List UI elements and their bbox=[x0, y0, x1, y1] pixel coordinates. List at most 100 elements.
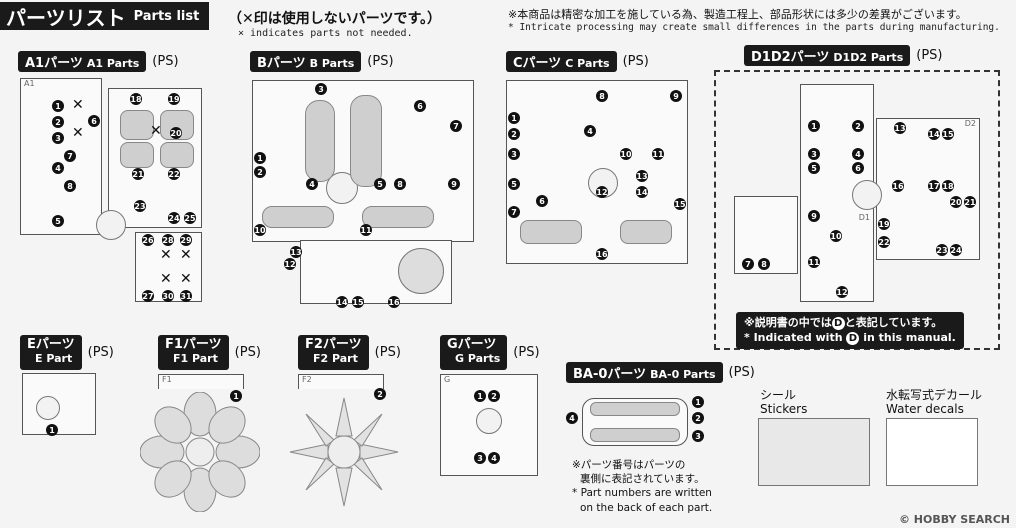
num-c-6: 6 bbox=[536, 195, 548, 207]
num-a1-6: 6 bbox=[88, 115, 100, 127]
num-d-5: 5 bbox=[808, 162, 820, 174]
num-a1-27: 27 bbox=[142, 290, 154, 302]
num-c-1: 1 bbox=[508, 112, 520, 124]
part-c-13 bbox=[620, 220, 672, 244]
sprue-tag-f2: F2 bbox=[302, 375, 312, 384]
title-jp: パーツリスト bbox=[6, 5, 126, 30]
ps-f2: (PS) bbox=[374, 344, 401, 360]
part-e-1 bbox=[36, 396, 60, 420]
num-b-14: 14 bbox=[336, 296, 348, 308]
x-mark-icon: ✕ bbox=[160, 271, 172, 287]
num-d-17: 17 bbox=[928, 180, 940, 192]
part-f1-flower bbox=[140, 392, 260, 512]
x-mark-icon: ✕ bbox=[72, 97, 84, 113]
sprue-f2: F2 bbox=[298, 374, 384, 389]
num-a1-1: 1 bbox=[52, 100, 64, 112]
num-d-12: 12 bbox=[836, 286, 848, 298]
part-c-7 bbox=[520, 220, 582, 244]
sprue-f1: F1 bbox=[158, 374, 244, 389]
num-d-10: 10 bbox=[830, 230, 842, 242]
ps-e: (PS) bbox=[87, 344, 114, 360]
part-a1-19 bbox=[160, 110, 194, 140]
num-c-13: 13 bbox=[636, 170, 648, 182]
part-b-3 bbox=[305, 100, 335, 182]
num-d-8: 8 bbox=[758, 258, 770, 270]
num-c-14: 14 bbox=[636, 186, 648, 198]
num-d-13: 13 bbox=[894, 122, 906, 134]
part-b-5 bbox=[350, 95, 382, 187]
num-c-10: 10 bbox=[620, 148, 632, 160]
decals-jp: 水転写式デカール bbox=[886, 388, 983, 402]
d-note-en: * Indicated with D in this manual. bbox=[744, 331, 956, 346]
num-a1-28: 28 bbox=[162, 234, 174, 246]
num-a1-25: 25 bbox=[184, 212, 196, 224]
num-a1-3: 3 bbox=[52, 132, 64, 144]
num-b-11: 11 bbox=[360, 224, 372, 236]
num-d-21: 21 bbox=[964, 196, 976, 208]
num-a1-24: 24 bbox=[168, 212, 180, 224]
num-a1-18: 18 bbox=[130, 93, 142, 105]
decal-sheet bbox=[886, 418, 978, 486]
ps-d: (PS) bbox=[916, 48, 943, 63]
decals-header: 水転写式デカール Water decals bbox=[886, 388, 982, 417]
ba-note-jp1: ※パーツ番号はパーツの bbox=[572, 459, 686, 471]
ba-note-jp2: 裏側に表記されています。 bbox=[580, 473, 705, 486]
num-g-1: 1 bbox=[474, 390, 486, 402]
num-ba0-2: 2 bbox=[692, 412, 704, 424]
parts-list-title: パーツリスト Parts list bbox=[0, 2, 210, 30]
num-b-6: 6 bbox=[414, 100, 426, 112]
num-b-13: 13 bbox=[290, 246, 302, 258]
num-d-18: 18 bbox=[942, 180, 954, 192]
d-group-frame bbox=[714, 70, 1000, 350]
num-ba0-1: 1 bbox=[692, 396, 704, 408]
title-en: Parts list bbox=[133, 8, 200, 24]
num-d-1: 1 bbox=[808, 120, 820, 132]
num-b-4: 4 bbox=[306, 178, 318, 190]
ba0-part-number-note: ※パーツ番号はパーツの 裏側に表記されています。 * Part numbers … bbox=[572, 458, 712, 515]
exclusion-note: （✕印は使用しないパーツです。） × indicates parts not n… bbox=[228, 8, 441, 39]
sprue-d-hub bbox=[852, 180, 882, 210]
num-c-15: 15 bbox=[674, 198, 686, 210]
num-b-8: 8 bbox=[394, 178, 406, 190]
num-g-4: 4 bbox=[488, 452, 500, 464]
disclaimer: ※本商品は精密な加工を施している為、製造工程上、部品形状には多少の差異がございま… bbox=[508, 6, 1008, 33]
ps-f1: (PS) bbox=[234, 344, 261, 360]
num-b-7: 7 bbox=[450, 120, 462, 132]
num-a1-22: 22 bbox=[168, 168, 180, 180]
num-b-2: 2 bbox=[254, 166, 266, 178]
stickers-en: Stickers bbox=[760, 402, 808, 417]
ps-g: (PS) bbox=[513, 344, 540, 360]
disclaimer-jp: ※本商品は精密な加工を施している為、製造工程上、部品形状には多少の差異がございま… bbox=[508, 8, 967, 21]
sprue-a1-hub bbox=[96, 210, 126, 240]
sprue-tag-f1: F1 bbox=[162, 375, 172, 384]
ps-b: (PS) bbox=[367, 54, 394, 69]
num-b-1: 1 bbox=[254, 152, 266, 164]
part-b-10 bbox=[262, 206, 334, 228]
num-d-6: 6 bbox=[852, 162, 864, 174]
part-f2-flower bbox=[289, 397, 399, 507]
num-d-24: 24 bbox=[950, 244, 962, 256]
num-b-15: 15 bbox=[352, 296, 364, 308]
num-d-4: 4 bbox=[852, 148, 864, 160]
sprue-tag-g: G bbox=[444, 375, 451, 384]
sprue-tag-a1: A1 bbox=[24, 79, 35, 88]
part-b-11 bbox=[362, 206, 434, 228]
disclaimer-en: * Intricate processing may create small … bbox=[508, 22, 1000, 33]
part-a1-18 bbox=[120, 110, 154, 140]
num-a1-30: 30 bbox=[162, 290, 174, 302]
x-mark-icon: ✕ bbox=[160, 247, 172, 263]
num-a1-5: 5 bbox=[52, 215, 64, 227]
num-b-9: 9 bbox=[448, 178, 460, 190]
num-d-23: 23 bbox=[936, 244, 948, 256]
